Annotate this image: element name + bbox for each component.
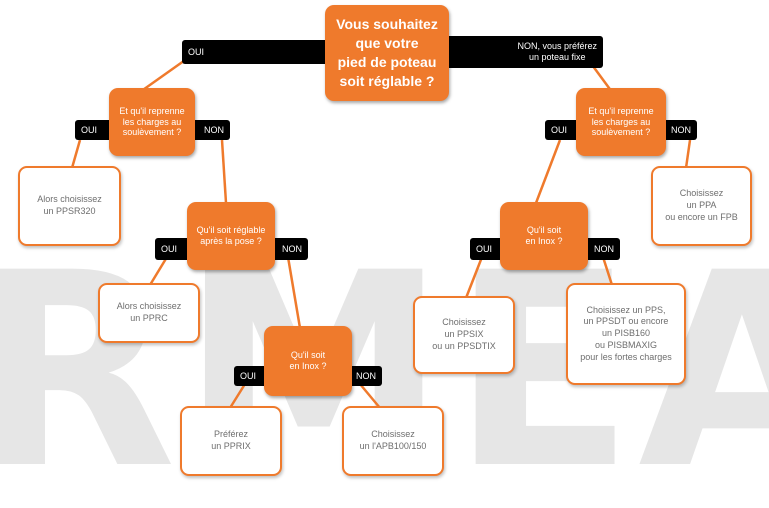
answer-box-apb100-150: Choisissez un l'APB100/150: [342, 406, 444, 476]
connector: [464, 256, 484, 299]
left-sub-question-box: Qu'il soit réglable après la pose ?: [187, 202, 275, 270]
connector: [220, 139, 228, 204]
connector: [684, 139, 692, 169]
connector: [534, 139, 562, 204]
answer-box-ppsr320: Alors choisissez un PPSR320: [18, 166, 121, 246]
connector: [601, 256, 614, 286]
answer-box-ppa-fpb: Choisissez un PPA ou encore un FPB: [651, 166, 752, 246]
left-sub-sub-question-box: Qu'il soit en Inox ?: [264, 326, 352, 396]
connector: [148, 256, 169, 286]
right-question-box: Et qu'il reprenne les charges au soulève…: [576, 88, 666, 156]
connector: [139, 56, 189, 94]
right-sub-question-box: Qu'il soit en Inox ?: [500, 202, 588, 270]
left-question-box: Et qu'il reprenne les charges au soulève…: [109, 88, 195, 156]
answer-box-ppsix: Choisissez un PPSIX ou un PPSDTIX: [413, 296, 515, 374]
answer-box-pprc: Alors choisissez un PPRC: [98, 283, 200, 343]
answer-box-pprix: Préférez un PPRIX: [180, 406, 282, 476]
root-question-box: Vous souhaitez que votre pied de poteau …: [325, 5, 449, 101]
connector: [286, 256, 302, 329]
connector: [359, 383, 381, 409]
connector: [70, 139, 82, 169]
root-no-label: NON, vous préférez un poteau fixe: [420, 36, 603, 68]
answer-box-pps: Choisissez un PPS, un PPSDT ou encore un…: [566, 283, 686, 385]
connector: [228, 383, 247, 409]
